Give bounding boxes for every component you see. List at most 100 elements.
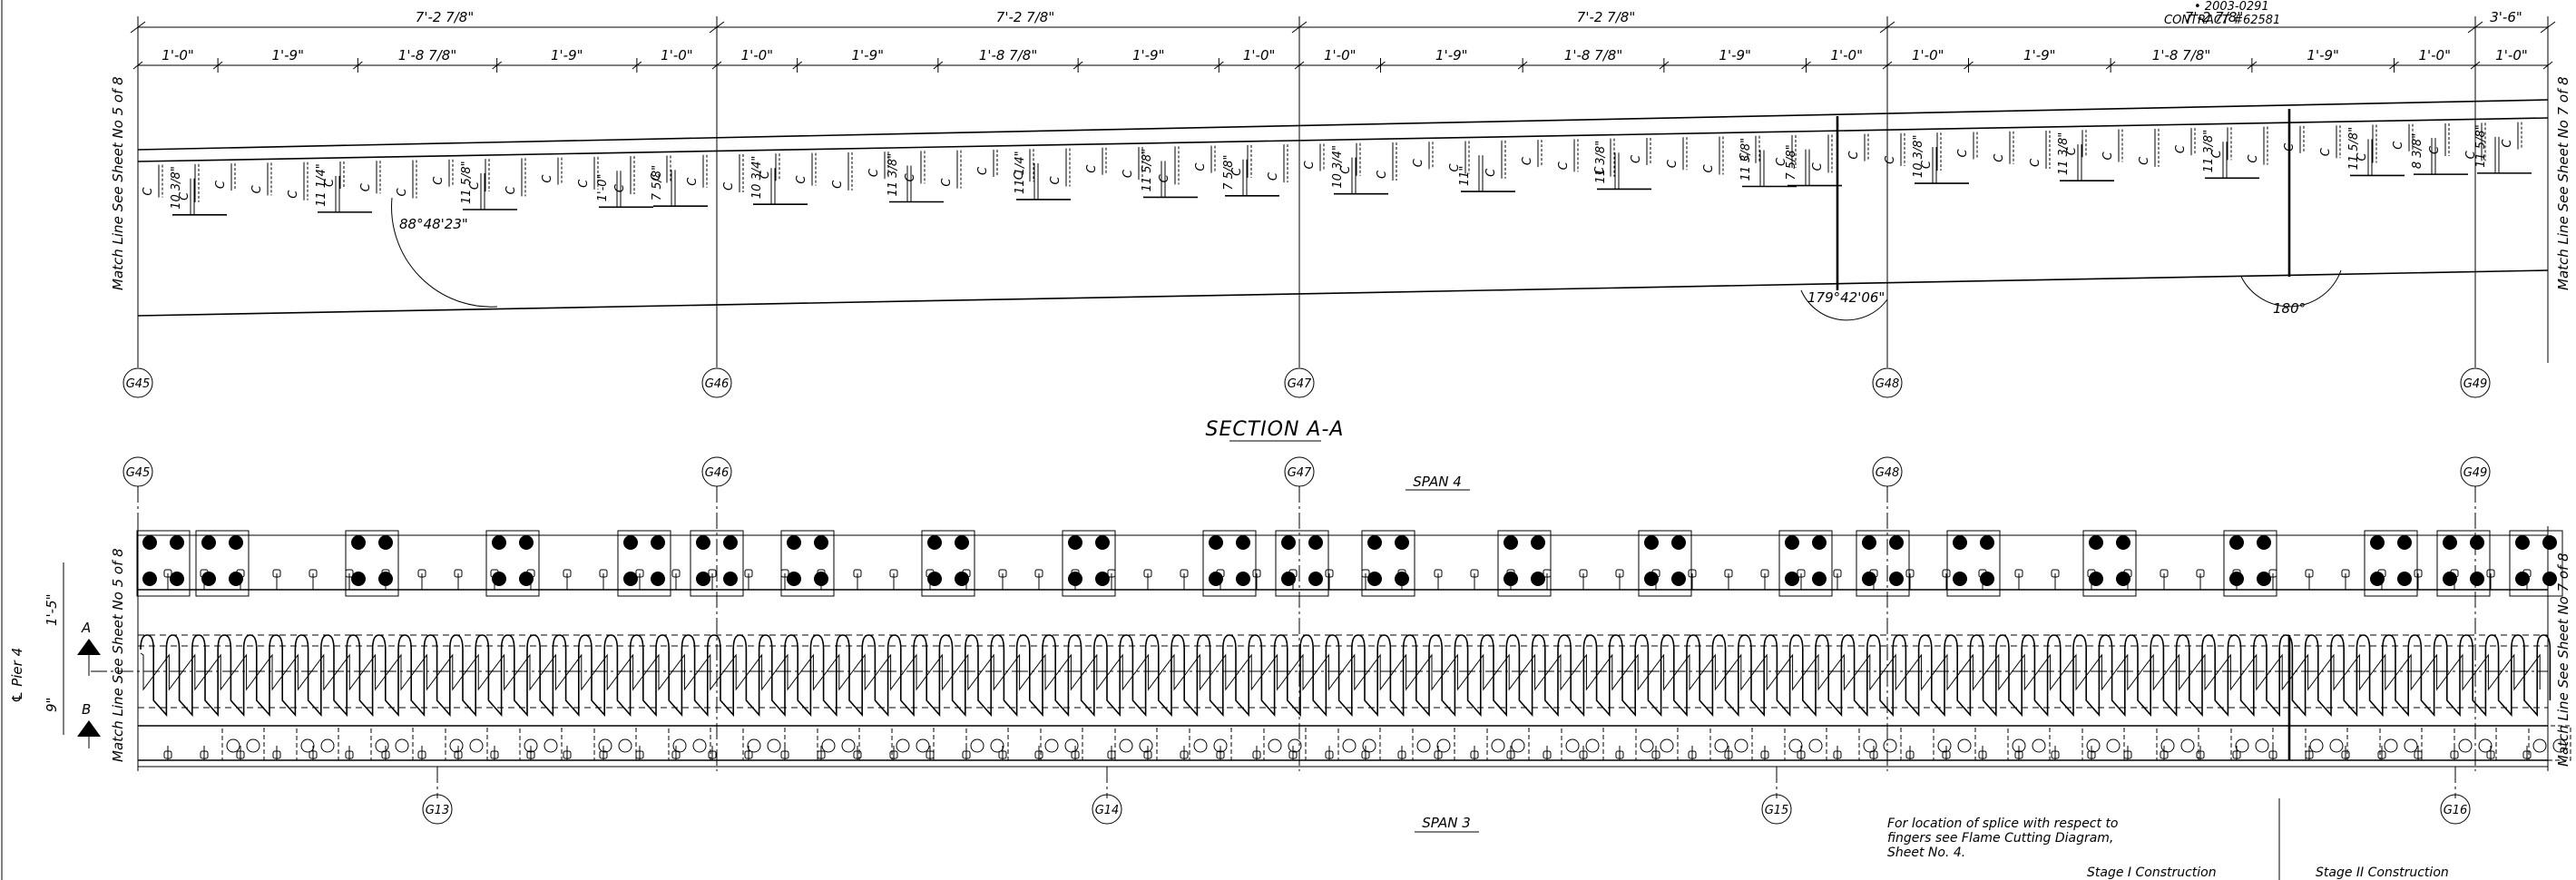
- girder-label-bottom: G16: [2444, 804, 2468, 817]
- stud-head: [309, 569, 318, 578]
- centerline-glyph: C: [1484, 168, 1498, 177]
- centerline-glyph: C: [287, 190, 300, 199]
- centerline-glyph: C: [940, 178, 954, 187]
- splice-plate: [1202, 530, 1257, 597]
- segment-dimension-label: 1'-9": [1719, 47, 1751, 64]
- bolt: [170, 535, 184, 550]
- bottom-stud-head: [599, 750, 608, 759]
- centerline-glyph: C: [1194, 162, 1208, 171]
- bearing-plate: [593, 725, 637, 761]
- segment-tick-mark: [1294, 61, 1305, 70]
- bottom-stud-head: [1434, 750, 1443, 759]
- centerline-glyph: C: [468, 181, 482, 190]
- bolt: [787, 535, 801, 550]
- splice-note-line-1: For location of splice with respect to: [1887, 816, 2119, 831]
- stud-head: [1978, 569, 1987, 578]
- segment-dimension-label: 1'-8 7/8": [979, 47, 1037, 64]
- bolt: [2370, 535, 2385, 550]
- bearing-plate: [2379, 725, 2423, 761]
- major-tick-mark: [1879, 21, 1895, 34]
- section-arrow-a: [77, 639, 101, 655]
- stud-head: [817, 569, 826, 578]
- bolt: [2443, 572, 2457, 586]
- splice-note-line-3: Sheet No. 4.: [1887, 846, 1965, 860]
- stud-head: [2123, 569, 2132, 578]
- bearing-bolt: [2552, 738, 2567, 753]
- segment-dimension-label: 1'-8 7/8": [2152, 47, 2210, 64]
- bearing-plate: [891, 725, 935, 761]
- bearing-bolt: [2180, 738, 2195, 753]
- bolt: [927, 572, 942, 586]
- segment-tick-mark: [1073, 61, 1083, 70]
- bolt: [492, 572, 506, 586]
- stud-head: [1797, 569, 1806, 578]
- bearing-plate: [1486, 725, 1530, 761]
- stud-head: [1107, 569, 1116, 578]
- bolt: [170, 572, 184, 586]
- bolt: [1785, 572, 1799, 586]
- segment-dimension-label: 1'-9": [1132, 47, 1165, 64]
- segment-tick-mark: [1882, 61, 1893, 70]
- flange-dimension-label: 7 5/8": [1222, 154, 1236, 190]
- girder-label-plan: G45: [126, 466, 151, 480]
- bolt: [229, 535, 243, 550]
- segment-tick-mark: [1517, 61, 1528, 70]
- major-tick-mark: [2467, 21, 2483, 34]
- bottom-stud-head: [526, 750, 535, 759]
- girder-label-plan: G48: [1876, 466, 1900, 480]
- anchor-studs: [163, 569, 2571, 761]
- top-dim-4: 7'-2 7/8": [2185, 9, 2243, 25]
- bearing-bolt: [1883, 738, 1897, 753]
- stud-head: [1180, 569, 1189, 578]
- bearing-bolt: [767, 738, 781, 753]
- bearing-bolt: [990, 738, 1004, 753]
- bottom-stud-head: [1506, 750, 1515, 759]
- stud-head: [2377, 569, 2386, 578]
- angle-arc-3: [2240, 269, 2342, 308]
- bearing-plate: [1858, 725, 1902, 761]
- bearing-bolt: [1044, 738, 1059, 753]
- splice-plate: [485, 530, 540, 597]
- flange-dimension-label: 1'-0": [596, 173, 610, 201]
- stud-head: [2305, 569, 2314, 578]
- bolt: [1953, 572, 1967, 586]
- bolt: [1395, 535, 1409, 550]
- bearing-bolt: [544, 738, 558, 753]
- splice-plate: [345, 530, 399, 597]
- bearing-bolt: [2255, 738, 2269, 753]
- bearing-plate: [296, 725, 339, 761]
- centerline-glyph: C: [2392, 141, 2405, 150]
- bolt: [492, 535, 506, 550]
- bearing-bolt: [226, 738, 240, 753]
- bottom-stud-head: [853, 750, 862, 759]
- stud-head: [2014, 569, 2023, 578]
- bolt: [2443, 535, 2457, 550]
- bolt: [2257, 535, 2271, 550]
- girder-bubble-bottom: [2440, 794, 2471, 825]
- segment-tick-mark: [2247, 61, 2258, 70]
- bottom-stud-head: [998, 750, 1007, 759]
- centerline-glyph: C: [867, 168, 881, 177]
- bearing-bolt: [598, 738, 612, 753]
- section-title: SECTION A-A: [1206, 418, 1345, 441]
- bolt: [623, 572, 638, 586]
- bottom-stud-head: [200, 750, 209, 759]
- finger-joint-teeth: [140, 634, 2552, 718]
- bearing-plate: [1263, 725, 1307, 761]
- bottom-stud-head: [1688, 750, 1697, 759]
- centerline-glyph: C: [722, 181, 736, 191]
- bearing-bolt: [1937, 738, 1952, 753]
- splice-plate: [2082, 530, 2137, 597]
- centerline-glyph: C: [1448, 163, 1462, 172]
- bearing-plate: [817, 725, 860, 761]
- centerline-glyph: C: [2101, 152, 2115, 161]
- centerline-glyph: C: [1956, 148, 1970, 157]
- stud-head: [2522, 569, 2532, 578]
- bearing-bolt: [246, 738, 260, 753]
- bearing-bolt: [1064, 738, 1079, 753]
- flange-dimension-label: 11 5/8": [460, 161, 474, 204]
- bolt: [378, 535, 393, 550]
- slab-bottom-line: [137, 117, 2549, 162]
- centerline-glyph: C: [1557, 161, 1571, 170]
- bearing-bolt: [821, 738, 836, 753]
